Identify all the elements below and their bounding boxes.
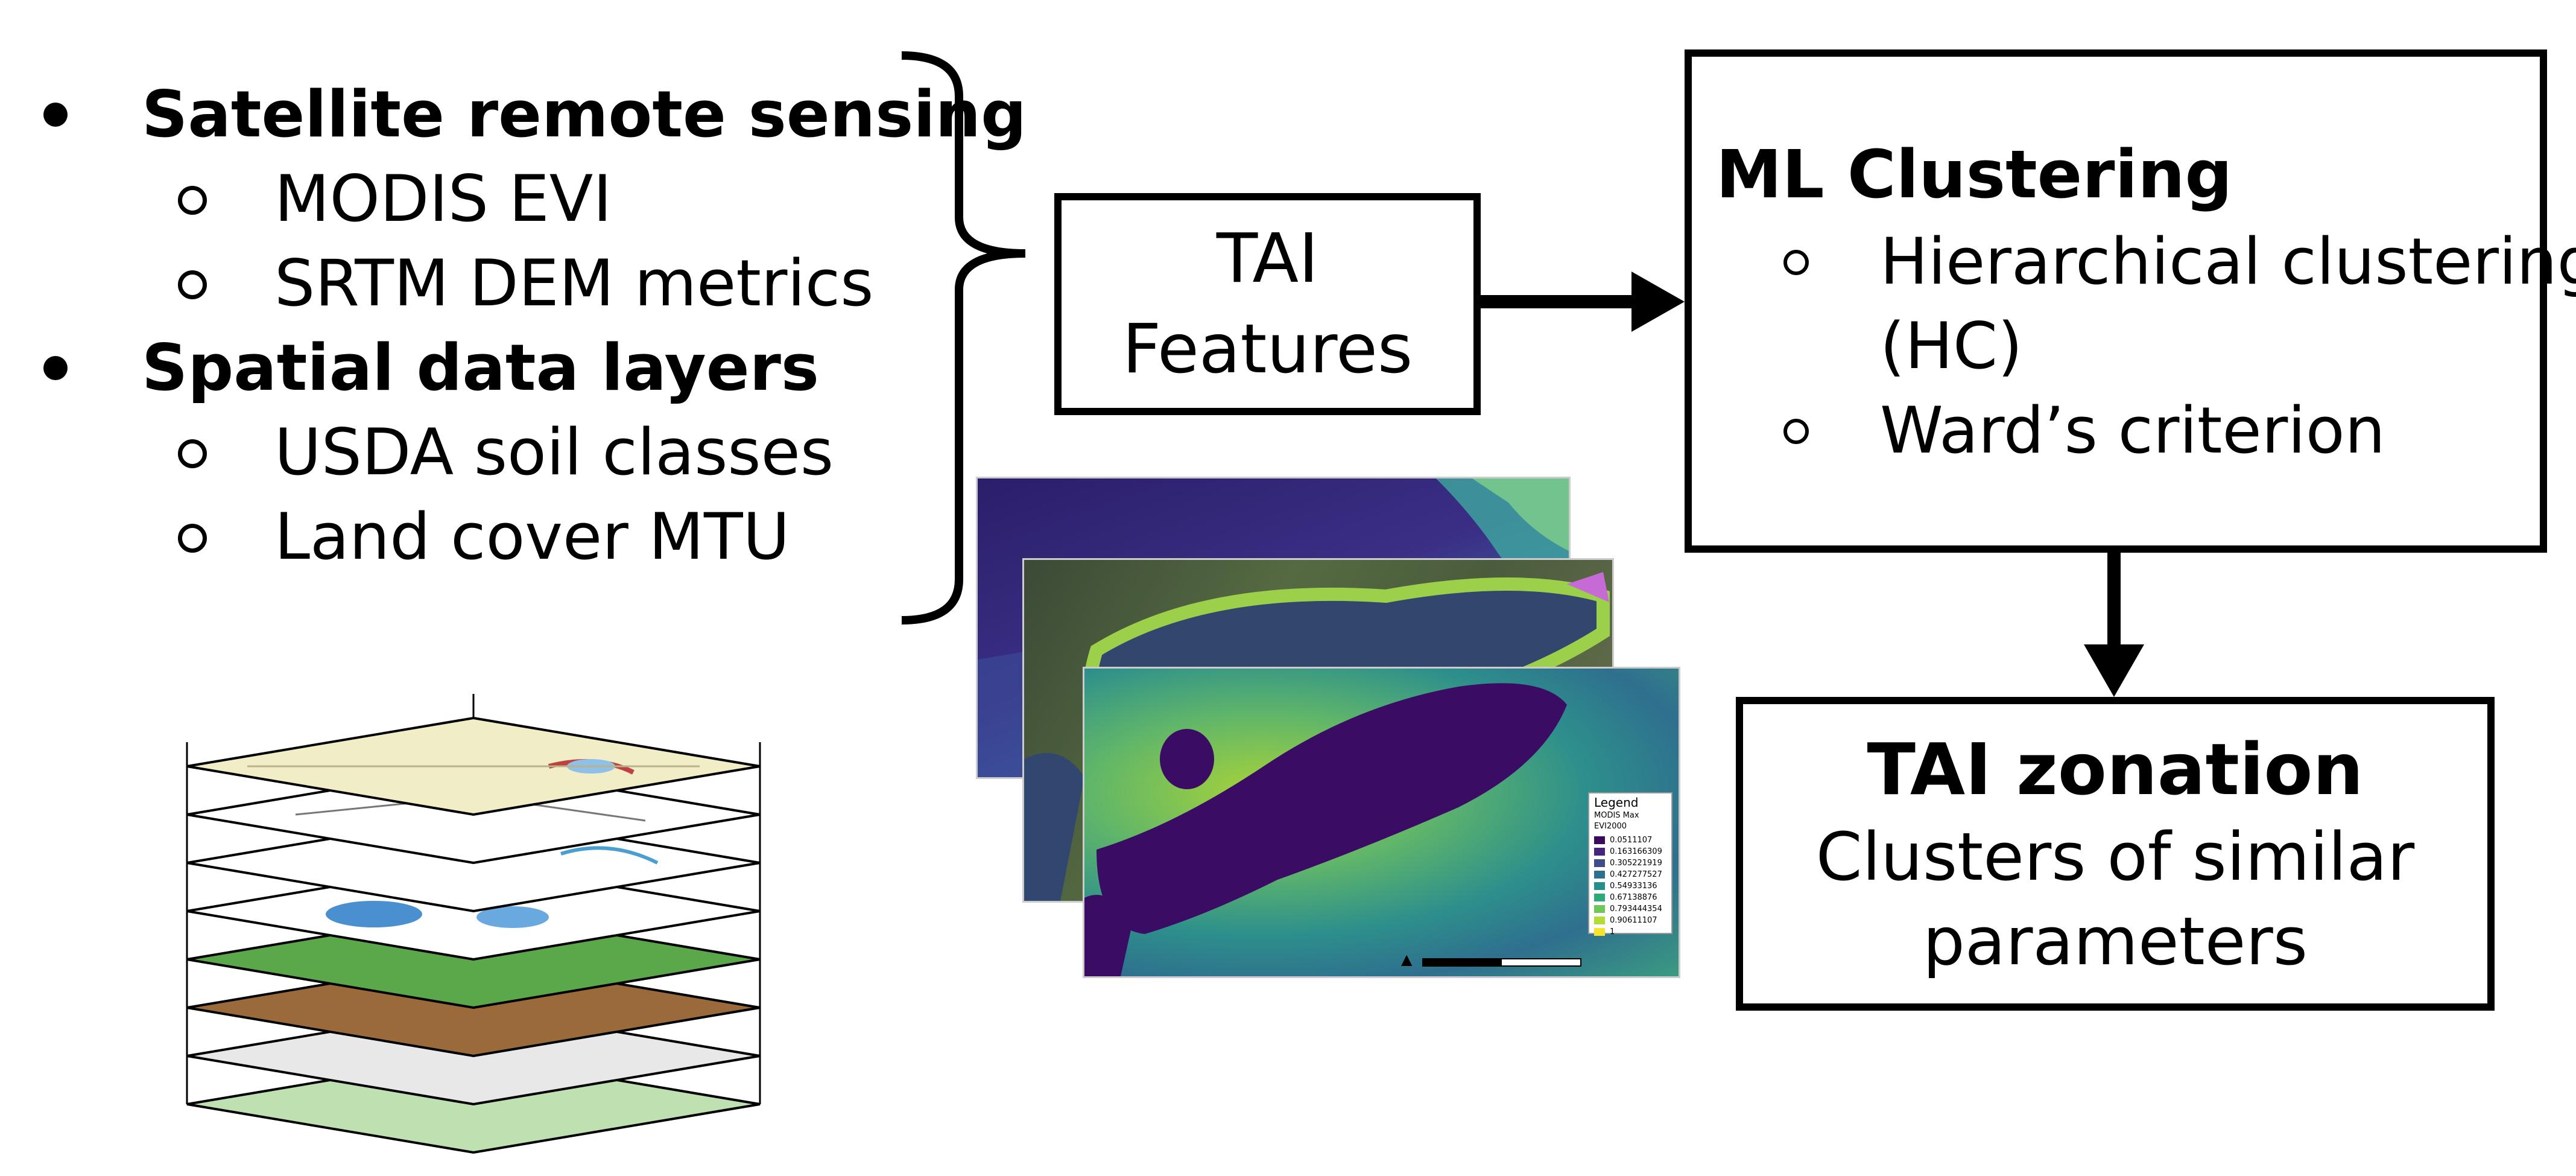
bullet-spatial-data-layers: Spatial data layers [30, 326, 923, 410]
arrow-right-icon [1631, 272, 1685, 332]
legend-entry-label: 0.163166309 [1610, 847, 1662, 856]
legend-swatch [1594, 848, 1605, 856]
ml-item-ward: Ward’s criterion [1716, 389, 2540, 473]
legend-entry-label: 0.90611107 [1610, 916, 1657, 925]
legend-entry-label: 0.305221919 [1610, 859, 1662, 868]
bullet-dot-icon [43, 356, 68, 380]
legend-entry: 0.793444354 [1594, 903, 1666, 915]
legend-title: Legend [1594, 795, 1639, 810]
legend-entry-label: 0.0511107 [1610, 836, 1653, 845]
bullet-label: Satellite remote sensing [142, 77, 1027, 151]
tai-zonation-line1: Clusters of similar [1815, 818, 2415, 895]
ml-clustering-box: ML Clustering Hierarchical clustering (H… [1685, 49, 2576, 553]
tai-zonation-line2: parameters [1922, 903, 2308, 980]
legend-entry: 0.305221919 [1594, 857, 1666, 869]
tai-zonation-title: TAI zonation [1867, 728, 2364, 811]
ml-item-line1: Ward’s criterion [1880, 393, 2385, 468]
bullet-circle-icon [178, 270, 207, 299]
legend-entry-label: 0.67138876 [1610, 893, 1657, 902]
legend-swatch [1594, 928, 1605, 936]
sub-bullet-usda-soil: USDA soil classes [30, 410, 923, 495]
legend-entry-label: 0.793444354 [1610, 904, 1662, 914]
tai-features-box: TAI Features [1054, 193, 1481, 415]
bullet-circle-icon [1783, 419, 1809, 444]
legend-entry: 0.90611107 [1594, 915, 1666, 926]
bullet-dot-icon [43, 103, 68, 127]
legend-swatch [1594, 882, 1605, 890]
ml-item-line1: Hierarchical clustering [1880, 224, 2576, 299]
legend-entry-label: 0.427277527 [1610, 870, 1662, 879]
tai-features-line2: Features [1122, 310, 1413, 389]
input-data-list: Satellite remote sensing MODIS EVI SRTM … [30, 72, 1027, 579]
bullet-satellite-remote-sensing: Satellite remote sensing [30, 72, 1027, 157]
legend-entry-label: 1 [1610, 927, 1615, 936]
map-legend: Legend MODIS Max EVI2000 0.0511107 0.163… [1588, 792, 1673, 936]
legend-entry-label: 0.54933136 [1610, 882, 1657, 891]
legend-entry: 1 [1594, 926, 1666, 938]
sub-bullet-label: MODIS EVI [274, 162, 612, 236]
legend-swatch [1594, 905, 1605, 913]
bullet-circle-icon [178, 524, 207, 553]
bullet-label: Spatial data layers [142, 331, 819, 405]
legend-swatch [1594, 871, 1605, 879]
sub-bullet-modis-evi: MODIS EVI [30, 157, 923, 241]
legend-subtitle: MODIS Max EVI2000 [1594, 811, 1639, 831]
legend-swatch [1594, 836, 1605, 844]
scale-bar [1422, 958, 1581, 967]
bullet-circle-icon [178, 439, 207, 468]
tai-zonation-box: TAI zonation Clusters of similar paramet… [1736, 697, 2495, 1011]
sub-bullet-srtm-dem: SRTM DEM metrics [30, 241, 923, 326]
ml-item-hierarchical: Hierarchical clustering (HC) [1716, 220, 2576, 389]
north-arrow-icon: ▲ [1401, 951, 1413, 968]
sub-bullet-land-cover: Land cover MTU [30, 495, 923, 579]
sub-bullet-label: SRTM DEM metrics [274, 246, 874, 320]
bullet-circle-icon [1783, 250, 1809, 275]
evi-lake-graphic [1084, 683, 1567, 976]
legend-swatch [1594, 894, 1605, 901]
tai-features-line1: TAI [1216, 220, 1319, 298]
map-evi-layer: ▲ Legend MODIS Max EVI2000 0.0511107 0.1… [1083, 667, 1680, 978]
legend-entry: 0.163166309 [1594, 846, 1666, 857]
gis-layers-stack-illustration [186, 694, 761, 1154]
bullet-circle-icon [178, 186, 207, 215]
legend-entry: 0.67138876 [1594, 892, 1666, 903]
ml-clustering-title: ML Clustering [1716, 136, 2233, 213]
arrow-down-icon [2084, 644, 2144, 697]
legend-entry: 0.0511107 [1594, 834, 1666, 846]
legend-swatch [1594, 917, 1605, 924]
sub-bullet-label: Land cover MTU [274, 500, 790, 574]
sub-bullet-label: USDA soil classes [274, 415, 834, 489]
legend-entry: 0.427277527 [1594, 869, 1666, 880]
legend-swatch [1594, 859, 1605, 867]
legend-entries: 0.0511107 0.163166309 0.305221919 0.4272… [1594, 834, 1666, 938]
ml-item-line2: (HC) [1880, 309, 2023, 383]
legend-entry: 0.54933136 [1594, 880, 1666, 892]
curly-brace-icon [901, 51, 1026, 625]
